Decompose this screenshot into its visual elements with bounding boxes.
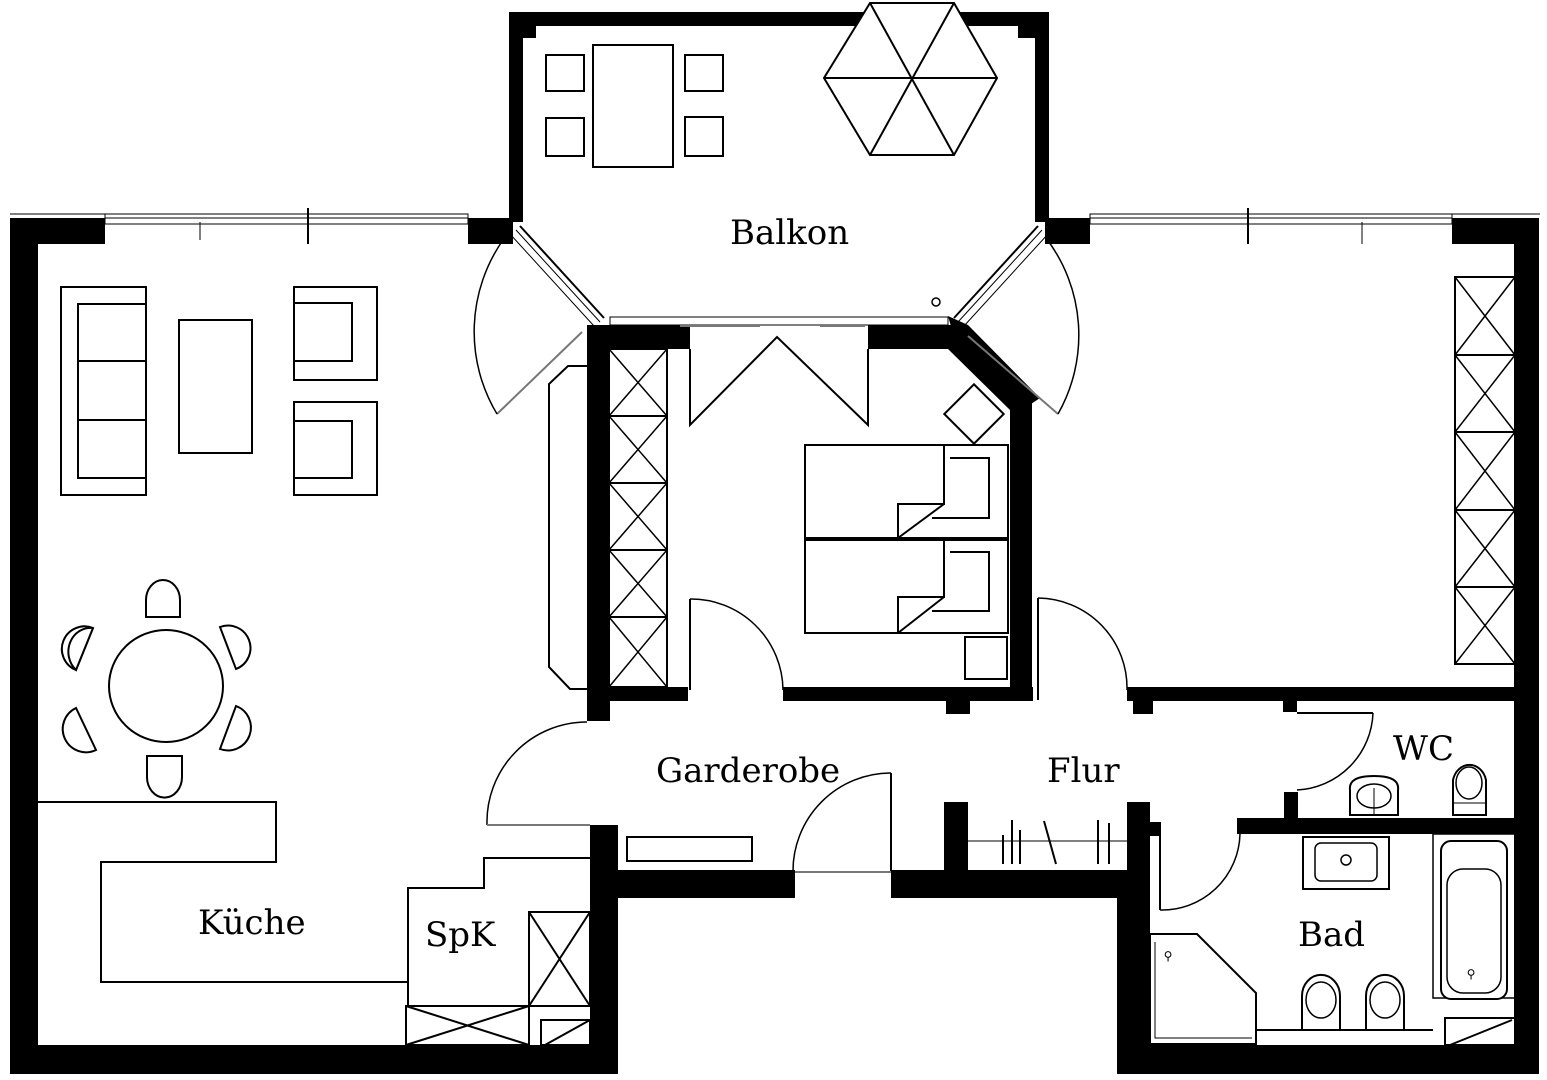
room-label-balkon: Balkon [730, 213, 850, 253]
room-label-bad: Bad [1298, 915, 1366, 955]
bedroom-furniture [548, 335, 1009, 691]
round-dining-table [108, 629, 224, 743]
balcony-furniture [545, 1, 999, 168]
bath-fixtures: ⚲ ⚲ [1149, 833, 1516, 1046]
living-furniture [38, 286, 409, 1045]
wardrobe-right-room [1454, 276, 1516, 665]
room-label-garderobe: Garderobe [656, 751, 841, 791]
armchair [293, 401, 378, 496]
right-room-furniture [1037, 276, 1516, 700]
room-label-flur: Flur [1047, 751, 1120, 791]
nightstand [964, 636, 1008, 680]
svg-text:⚲: ⚲ [1467, 967, 1476, 981]
wardrobe [608, 348, 668, 688]
bath-sink [1302, 836, 1390, 890]
balcony-chair [684, 116, 724, 157]
sofa [60, 286, 147, 496]
balcony-chair [684, 54, 724, 92]
wc-sink [1348, 774, 1400, 816]
room-label-spk: SpK [425, 915, 496, 955]
toilet [1301, 973, 1341, 1031]
dining-chairs [60, 579, 252, 799]
balcony-doors [473, 225, 1080, 415]
shower: ⚲ [1149, 933, 1257, 1045]
room-label-kueche: Küche [198, 903, 306, 943]
wc-fixtures [1348, 763, 1487, 816]
balcony-chair [545, 117, 585, 157]
room-label-wc: WC [1393, 729, 1454, 769]
hall-furniture [486, 712, 1374, 911]
walls [10, 12, 1539, 1074]
double-bed [804, 444, 1009, 634]
wc-toilet [1452, 763, 1487, 816]
bidet [1365, 973, 1405, 1031]
svg-text:⚲: ⚲ [1164, 949, 1173, 963]
coat-rack [968, 820, 1137, 865]
balcony-chair [545, 54, 585, 92]
windows [10, 208, 1540, 327]
coffee-table [178, 319, 253, 454]
bathtub: ⚲ [1432, 833, 1516, 1000]
pantry [405, 857, 591, 1046]
hall-wardrobe [548, 365, 587, 690]
shoe-bench [626, 836, 753, 862]
armchair [293, 286, 378, 381]
parasol-icon [822, 1, 999, 156]
balcony-table [592, 44, 674, 168]
